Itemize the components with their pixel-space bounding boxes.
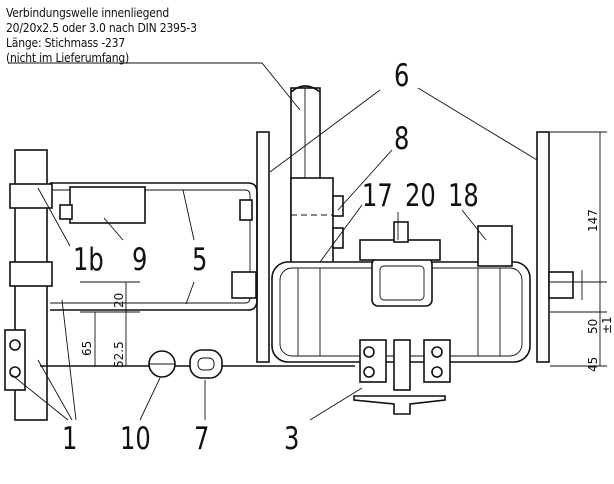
callout-1: 1 [62, 421, 78, 457]
dim-45: 45 [586, 356, 600, 372]
callout-3: 3 [284, 421, 300, 457]
drive-body [271, 221, 531, 363]
leader-lines [8, 62, 538, 421]
callout-5: 5 [192, 242, 208, 278]
dim-50: 50 ±1 [586, 316, 614, 334]
dim-52-5: 52.5 [112, 341, 126, 368]
part-9 [69, 186, 146, 224]
callout-9: 9 [132, 242, 148, 278]
dim-65: 65 [80, 340, 94, 356]
callout-20: 20 [405, 178, 436, 214]
bracket-5 [50, 182, 258, 311]
dim-147: 147 [586, 209, 600, 232]
note-line: 20/20x2.5 oder 3.0 nach DIN 2395-3 [6, 21, 197, 35]
dimension-lines [80, 131, 607, 367]
rail [353, 339, 451, 415]
dim-20: 20 [112, 292, 126, 308]
callout-6: 6 [394, 58, 410, 94]
note-line: (nicht im Lieferumfang) [6, 51, 130, 65]
callout-18: 18 [448, 178, 479, 214]
callout-8: 8 [394, 121, 410, 157]
connector-7 [189, 349, 223, 379]
callout-1b: 1b [73, 242, 104, 278]
left-post [4, 149, 53, 421]
coupling-block [290, 177, 334, 265]
callout-10: 10 [120, 421, 151, 457]
left-mounting-plate [256, 131, 270, 363]
shaft-note: Verbindungswelle innenliegend 20/20x2.5 … [6, 6, 197, 66]
note-line: Verbindungswelle innenliegend [6, 6, 170, 20]
right-mounting-plate [536, 131, 550, 363]
note-line: Länge: Stichmass -237 [6, 36, 126, 50]
callout-17: 17 [362, 178, 393, 214]
callout-7: 7 [194, 421, 210, 457]
